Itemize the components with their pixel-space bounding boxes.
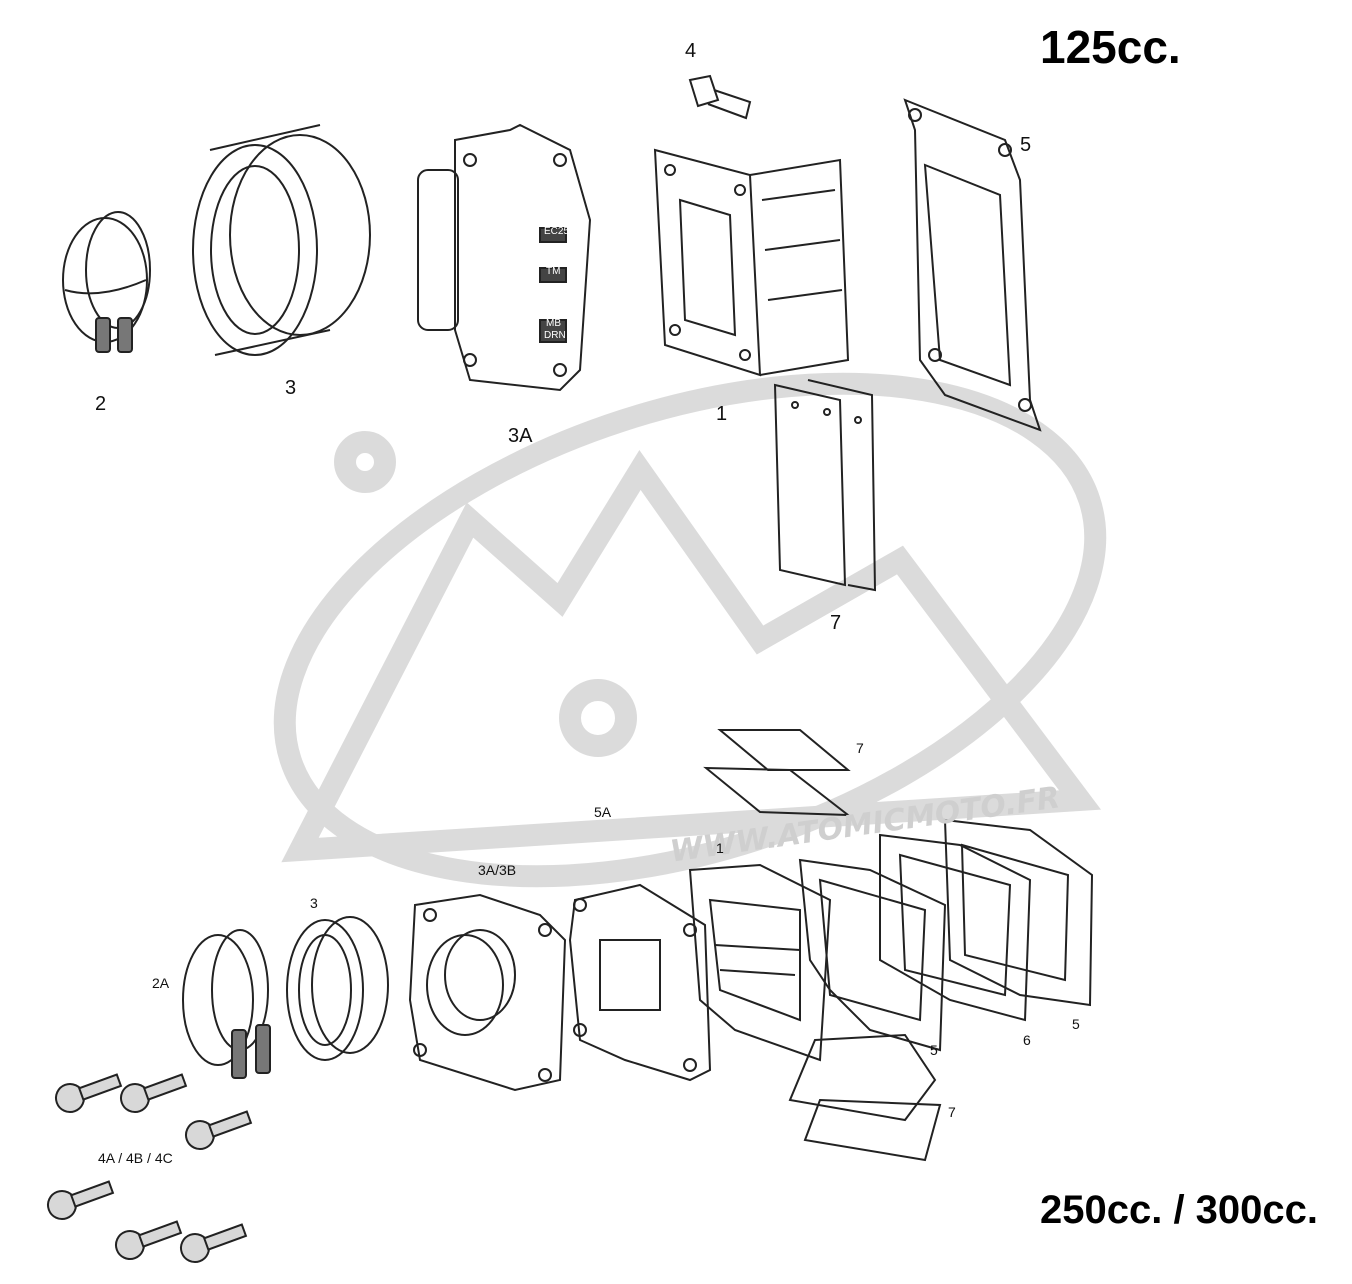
marking-drn: DRN [544, 330, 566, 341]
label-part-3a-3b: 3A/3B [478, 862, 517, 878]
title-125cc: 125cc. [1040, 21, 1181, 73]
label-part-7: 7 [830, 612, 842, 634]
part-2a-hose-clamp [182, 929, 271, 1079]
part-2-hose-clamp [62, 211, 151, 353]
part-4-bolt [688, 74, 752, 120]
label-part-7-lower: 7 [948, 1104, 956, 1120]
part-3-intake-boot [192, 124, 371, 356]
label-part-7-upper: 7 [856, 740, 864, 756]
label-part-5a: 5A [594, 804, 612, 820]
part-5-gasket-lower-right [943, 818, 1094, 1007]
marking-ec25: EC25 [544, 226, 570, 237]
label-part-1: 1 [716, 403, 728, 425]
title-250-300cc: 250cc. / 300cc. [1040, 1188, 1319, 1232]
part-3a-3b-manifold [408, 893, 567, 1092]
part-6-spacer-plate [879, 833, 1032, 1022]
part-4abc-bolts [47, 1073, 253, 1263]
label-part-4: 4 [685, 40, 697, 62]
label-part-4abc: 4A / 4B / 4C [98, 1150, 173, 1166]
watermark-logo [273, 372, 1107, 888]
part-1-reed-block-lower [688, 863, 832, 1062]
part-7-reed-petals [773, 379, 877, 592]
label-part-3-lower: 3 [310, 895, 318, 911]
part-1-reed-valve [653, 148, 850, 377]
part-7-reed-petals-lower [788, 1033, 942, 1162]
label-part-1-lower: 1 [716, 840, 724, 856]
label-part-2a: 2A [152, 975, 170, 991]
part-7-reed-petals-upper [703, 729, 852, 817]
label-part-5-lower-left: 5 [930, 1042, 938, 1058]
label-part-3: 3 [285, 377, 297, 399]
part-5a-spacer [568, 883, 712, 1082]
label-part-3a: 3A [508, 425, 533, 447]
marking-tm: TM [546, 266, 561, 277]
part-5-gasket-lower-left [798, 858, 947, 1052]
label-part-5: 5 [1020, 134, 1032, 156]
label-part-6: 6 [1023, 1032, 1031, 1048]
part-3-intake-boot-lower [286, 916, 389, 1061]
part-3a-intake-manifold [417, 123, 592, 392]
label-part-5-lower-right: 5 [1072, 1016, 1080, 1032]
label-part-2: 2 [95, 393, 107, 415]
part-5-gasket [903, 98, 1042, 432]
marking-mb: MB [546, 318, 561, 329]
